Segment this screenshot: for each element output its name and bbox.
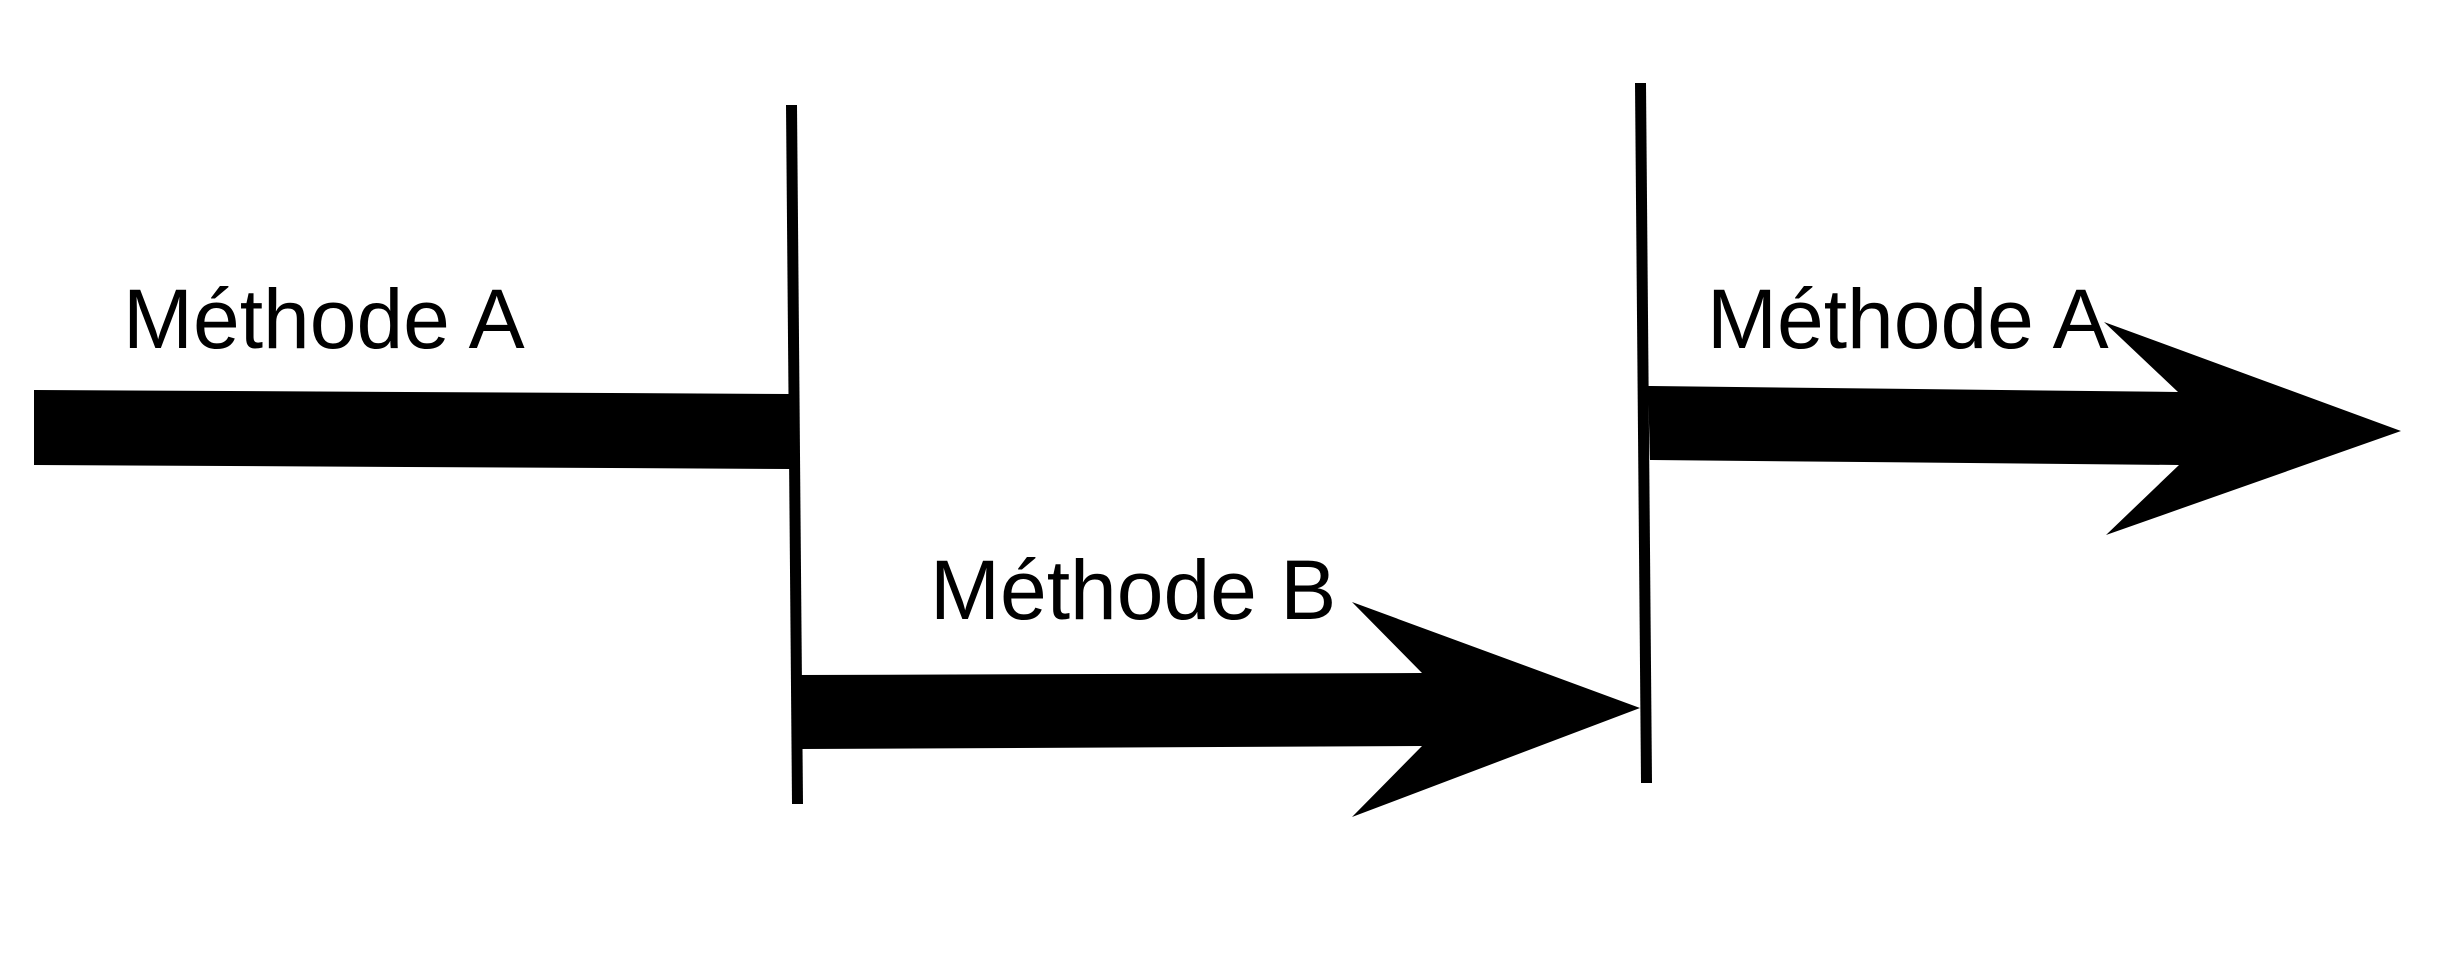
- method-a-arrow: [1648, 322, 2401, 535]
- method-b-arrow: [797, 602, 1640, 817]
- divider-line-2: [1635, 83, 1652, 783]
- method-a-bar: [34, 390, 790, 469]
- divider-line-1: [786, 105, 803, 804]
- method-label-2: Méthode B: [930, 543, 1336, 637]
- method-label-3: Méthode A: [1707, 272, 2109, 366]
- method-label-1: Méthode A: [123, 272, 525, 366]
